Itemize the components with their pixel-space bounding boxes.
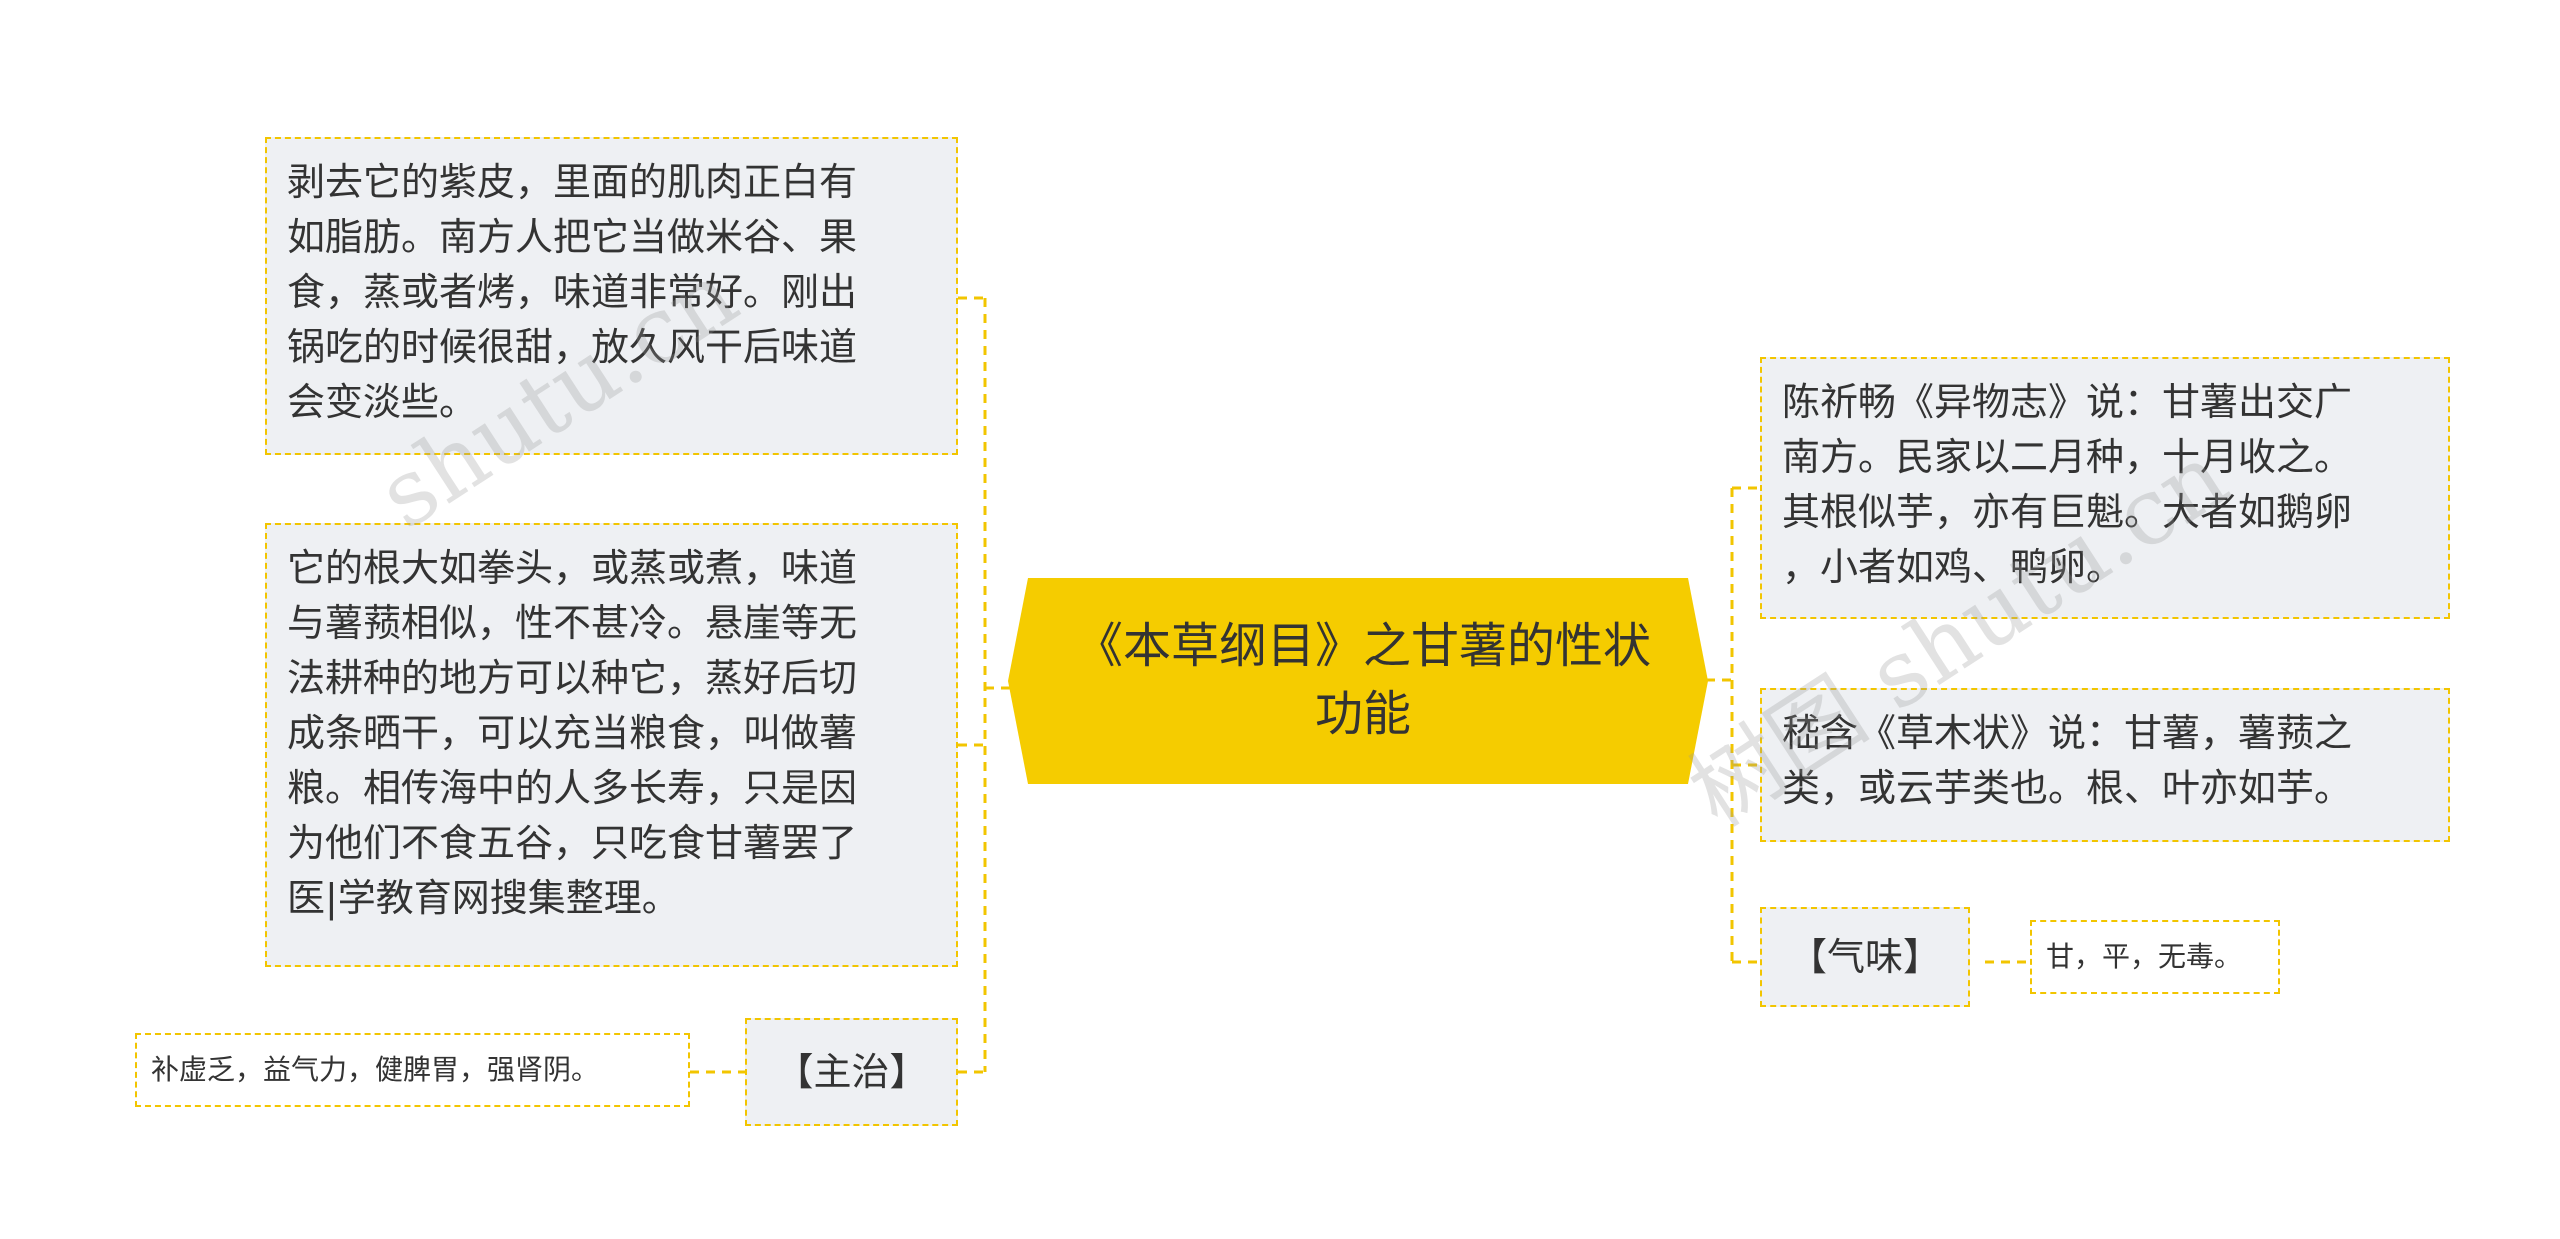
right-leaf-text: 甘，平，无毒。: [2046, 940, 2243, 973]
right-node-2[interactable]: 嵇含《草木状》说：甘薯，薯蓣之 类，或云芋类也。根、叶亦如芋。: [1760, 688, 2450, 842]
left-node-2[interactable]: 它的根大如拳头，或蒸或煮，味道 与薯蓣相似，性不甚冷。悬崖等无 法耕种的地方可以…: [265, 523, 958, 967]
left-node-2-text: 它的根大如拳头，或蒸或煮，味道 与薯蓣相似，性不甚冷。悬崖等无 法耕种的地方可以…: [287, 546, 858, 920]
right-leaf-qiwei[interactable]: 甘，平，无毒。: [2030, 920, 2280, 994]
left-tag-label: 【主治】: [775, 1050, 928, 1094]
right-tag-qiwei[interactable]: 【气味】: [1760, 907, 1970, 1007]
right-node-1-text: 陈祈畅《异物志》说：甘薯出交广 南方。民家以二月种，十月收之。 其根似芋，亦有巨…: [1782, 380, 2353, 589]
center-topic[interactable]: 《本草纲目》之甘薯的性状功能: [1008, 578, 1708, 784]
center-topic-shape: [1008, 578, 1708, 784]
left-leaf-text: 补虚乏，益气力，健脾胃，强肾阴。: [151, 1053, 600, 1086]
right-node-1[interactable]: 陈祈畅《异物志》说：甘薯出交广 南方。民家以二月种，十月收之。 其根似芋，亦有巨…: [1760, 357, 2450, 619]
left-node-1[interactable]: 剥去它的紫皮，里面的肌肉正白有 如脂肪。南方人把它当做米谷、果 食，蒸或者烤，味…: [265, 137, 958, 455]
center-topic-label: 《本草纲目》之甘薯的性状功能: [1074, 618, 1651, 742]
right-node-2-text: 嵇含《草木状》说：甘薯，薯蓣之 类，或云芋类也。根、叶亦如芋。: [1782, 711, 2353, 810]
left-tag-zhuzhi[interactable]: 【主治】: [745, 1018, 958, 1126]
left-leaf-zhuzhi[interactable]: 补虚乏，益气力，健脾胃，强肾阴。: [135, 1033, 690, 1107]
left-node-1-text: 剥去它的紫皮，里面的肌肉正白有 如脂肪。南方人把它当做米谷、果 食，蒸或者烤，味…: [287, 160, 858, 424]
right-tag-label: 【气味】: [1788, 935, 1941, 979]
